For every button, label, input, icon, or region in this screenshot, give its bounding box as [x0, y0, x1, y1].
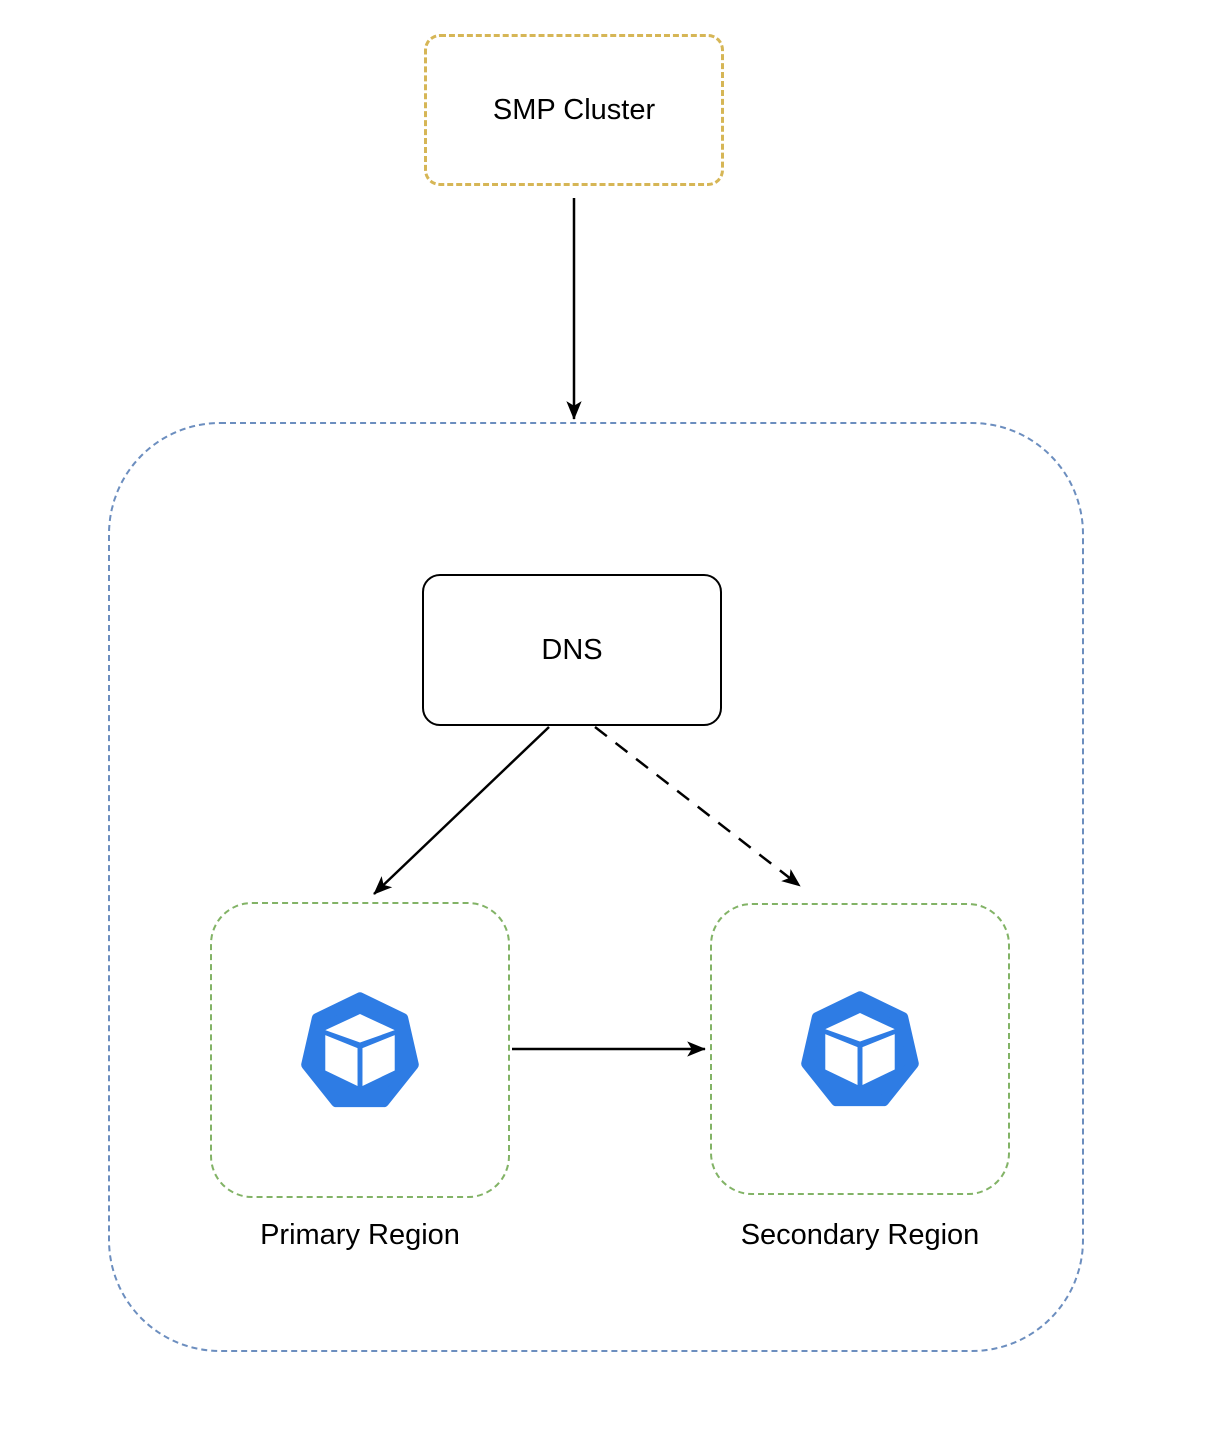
primary-region-box [210, 902, 510, 1198]
secondary-region-label: Secondary Region [740, 1219, 980, 1251]
primary-region-label: Primary Region [260, 1219, 460, 1251]
smp-cluster-node: SMP Cluster [424, 34, 724, 186]
secondary-region-box [710, 903, 1010, 1195]
smp-cluster-label: SMP Cluster [492, 94, 656, 126]
cube-heptagon-icon [801, 991, 919, 1107]
dns-node: DNS [422, 574, 722, 726]
dns-label: DNS [541, 634, 603, 666]
cube-heptagon-icon [301, 992, 419, 1108]
dr-environment-container [108, 422, 1084, 1352]
